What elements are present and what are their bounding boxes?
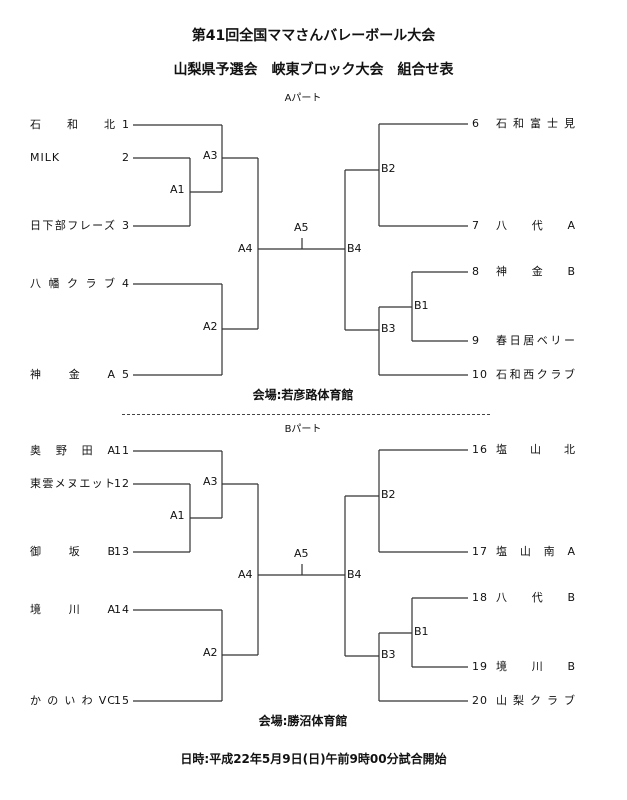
team-seed: 9: [472, 334, 480, 347]
match-label-b2: B2: [381, 162, 396, 175]
team-name: 神金A: [30, 368, 116, 381]
team-seed: 5: [122, 368, 130, 381]
team-seed: 18: [472, 591, 488, 604]
team-name: 境川B: [496, 660, 576, 673]
match-label-b3: B3: [381, 648, 396, 661]
team-name: 東雲メヌエット: [30, 477, 116, 490]
match-label-a5: A5: [294, 221, 309, 234]
team-name: 日下部フレーズ: [30, 219, 116, 232]
tournament-subtitle: 山梨県予選会 峡東ブロック大会 組合せ表: [173, 62, 454, 78]
match-label-a2: A2: [203, 320, 218, 333]
schedule-info: 日時:平成22年5月9日(日)午前9時00分試合開始: [180, 752, 447, 766]
team-seed: 20: [472, 694, 488, 707]
tournament-title: 第41回全国ママさんバレーボール大会: [191, 28, 436, 44]
match-label-a4: A4: [238, 242, 253, 255]
team-name: 石和北: [30, 118, 116, 131]
team-name: 境川A: [30, 603, 116, 616]
match-label-a1: A1: [170, 509, 185, 522]
match-label-b4: B4: [347, 568, 362, 581]
team-name: 八代A: [496, 219, 576, 232]
team-name: 春日居ベリー: [496, 334, 576, 347]
team-name: 奥野田A: [30, 444, 116, 457]
team-name: 石和西クラブ: [496, 368, 576, 381]
part-label: Aパート: [284, 93, 322, 104]
team-name: 塩山南A: [496, 545, 576, 558]
team-seed: 4: [122, 277, 130, 290]
team-name: 八代B: [496, 591, 576, 604]
match-label-b3: B3: [381, 322, 396, 335]
match-label-b4: B4: [347, 242, 362, 255]
part-divider: [122, 414, 490, 415]
team-seed: 7: [472, 219, 480, 232]
team-seed: 13: [114, 545, 130, 558]
team-name: 石和富士見: [496, 117, 576, 130]
team-seed: 12: [114, 477, 130, 490]
team-name: 神金B: [496, 265, 576, 278]
team-name: 八幡クラブ: [30, 277, 116, 290]
match-label-a3: A3: [203, 475, 218, 488]
match-label-b2: B2: [381, 488, 396, 501]
team-name: かのいわVC: [30, 694, 116, 707]
team-seed: 1: [122, 118, 130, 131]
match-label-a5: A5: [294, 547, 309, 560]
part-label: Bパート: [284, 424, 322, 435]
team-seed: 10: [472, 368, 488, 381]
team-seed: 17: [472, 545, 488, 558]
team-name: 御坂B: [30, 545, 116, 558]
match-label-a2: A2: [203, 646, 218, 659]
team-seed: 2: [122, 151, 130, 164]
team-seed: 6: [472, 117, 480, 130]
team-name: MILK: [30, 151, 61, 164]
team-seed: 19: [472, 660, 488, 673]
team-seed: 8: [472, 265, 480, 278]
match-label-a3: A3: [203, 149, 218, 162]
team-seed: 14: [114, 603, 130, 616]
match-label-a4: A4: [238, 568, 253, 581]
venue-label: 会場:勝沼体育館: [258, 714, 348, 728]
match-label-a1: A1: [170, 183, 185, 196]
team-seed: 15: [114, 694, 130, 707]
match-label-b1: B1: [414, 625, 429, 638]
team-name: 塩山北: [496, 443, 576, 456]
match-label-b1: B1: [414, 299, 429, 312]
team-name: 山梨クラブ: [496, 694, 576, 707]
team-seed: 11: [114, 444, 130, 457]
venue-label: 会場:若彦路体育館: [252, 388, 354, 402]
team-seed: 16: [472, 443, 488, 456]
team-seed: 3: [122, 219, 130, 232]
